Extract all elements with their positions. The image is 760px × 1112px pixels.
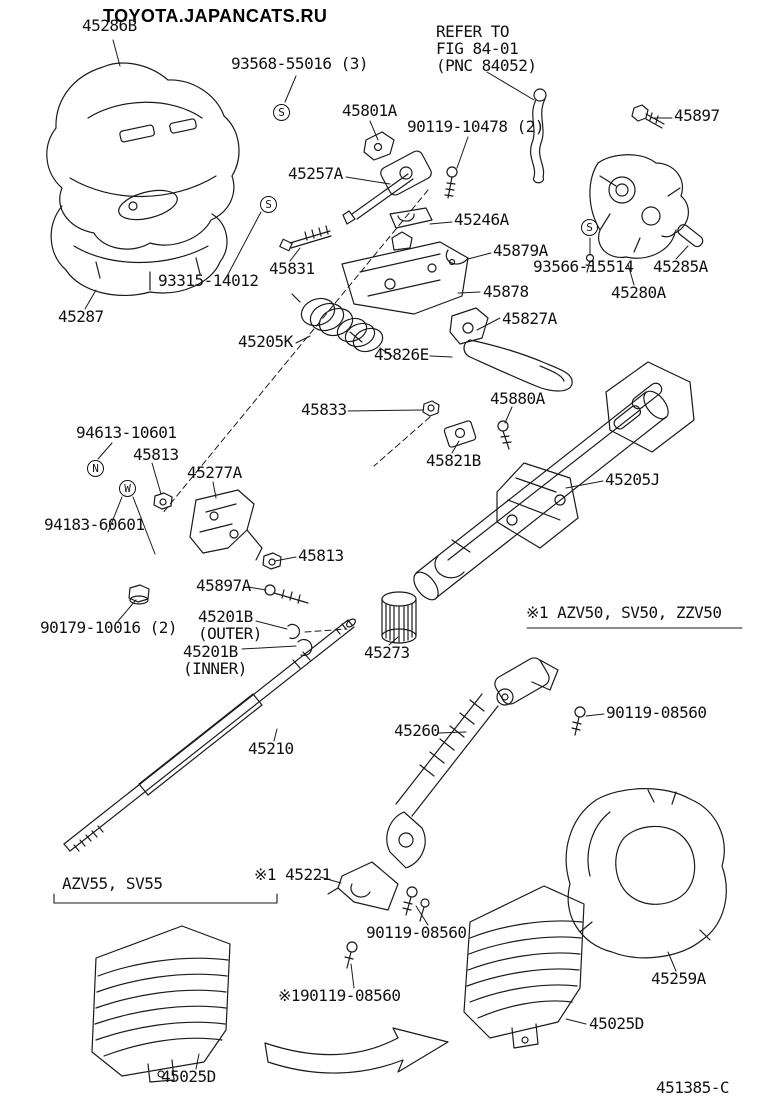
part-label-94613-10601: 94613-10601 (76, 423, 177, 442)
part-label-45897: 45897 (674, 106, 720, 125)
part-45813-nut-upper (153, 492, 173, 510)
part-label-45205J: 45205J (605, 470, 660, 489)
part-label-45879A: 45879A (493, 241, 548, 260)
part-label-45025D-right: 45025D (589, 1014, 644, 1033)
part-45259A-hole-cover (565, 788, 727, 959)
part-label-45201B-inner: 45201B (INNER) (183, 642, 247, 678)
part-45833-nut (422, 400, 440, 417)
part-label-45827A: 45827A (502, 309, 557, 328)
part-45801A-key-interlock (363, 131, 395, 161)
part-label-93566-15514: 93566-15514 (533, 257, 634, 276)
part-45246A-clamp (389, 207, 433, 229)
part-45257A-rod (342, 173, 414, 225)
part-45878-bracket (341, 231, 469, 315)
part-label-45260: 45260 (394, 721, 440, 740)
part-45025D-cover-left (91, 925, 231, 1083)
diagram-code: 451385-C (656, 1078, 730, 1097)
part-label-45878: 45878 (483, 282, 529, 301)
part-45286B-column-cover-upper (46, 62, 240, 250)
screw-symbol-s2: S (260, 196, 277, 213)
part-45827A-bracket (449, 307, 489, 345)
part-45025D-cover-right (463, 885, 585, 1049)
part-label-45259A: 45259A (651, 969, 706, 988)
part-label-45277A: 45277A (187, 463, 242, 482)
part-label-93568-55016: 93568-55016 (3) (231, 54, 369, 73)
part-label-45257A: 45257A (288, 164, 343, 183)
part-45897-bolt (631, 104, 665, 129)
part-45880A-bolt (497, 420, 512, 450)
part-label-90119-08560-b: 90119-08560 (366, 923, 467, 942)
part-ignition-switch-body (380, 150, 432, 196)
part-label-45813-upper: 45813 (133, 445, 179, 464)
leader-lines (84, 39, 689, 1070)
part-label-90119-08560-a: 90119-08560 (606, 703, 707, 722)
part-label-45826E: 45826E (374, 345, 429, 364)
part-label-45273: 45273 (364, 643, 410, 662)
note-rules (53, 627, 743, 904)
part-45277A-bracket (189, 489, 263, 561)
part-45285A-pin (677, 224, 704, 248)
nut-symbol-n: N (87, 460, 104, 477)
note-azv55-variants: AZV55, SV55 (62, 874, 163, 893)
part-45205J-column-tube (413, 361, 695, 601)
part-label-45287: 45287 (58, 307, 104, 326)
part-label-45246A: 45246A (454, 210, 509, 229)
part-label-90119-10478: 90119-10478 (2) (407, 117, 545, 136)
part-45897A-bolt (264, 584, 309, 604)
part-label-45210: 45210 (248, 739, 294, 758)
part-90119-10478-bolt (444, 166, 458, 199)
part-label-94183-60601: 94183-60601 (44, 515, 145, 534)
part-label-90179-10016: 90179-10016 (2) (40, 618, 178, 637)
part-label-45813-lower: 45813 (298, 546, 344, 565)
part-label-45831: 45831 (269, 259, 315, 278)
part-45280A-lock-housing (589, 154, 689, 259)
part-label-45201B-outer: 45201B (OUTER) (198, 607, 262, 643)
site-watermark: TOYOTA.JAPANCATS.RU (103, 6, 328, 26)
part-90119-08560-bolt-c (344, 941, 358, 969)
part-45210-main-shaft (63, 618, 356, 852)
direction-arrow (264, 1027, 449, 1074)
assembly-axis-lines (161, 189, 431, 633)
part-label-45286B: 45286B (82, 16, 137, 35)
part-label-45280A: 45280A (611, 283, 666, 302)
part-label-45285A: 45285A (653, 257, 708, 276)
part-93566-15514-screw (585, 253, 595, 273)
part-label-45821B: 45821B (426, 451, 481, 470)
washer-symbol-w: W (119, 480, 136, 497)
part-45879A-clamp (445, 249, 469, 266)
part-label-90119-08560-c: ※190119-08560 (278, 986, 401, 1005)
refer-note: REFER TO FIG 84-01 (PNC 84052) (436, 22, 537, 75)
part-label-45025D-left: 45025D (161, 1067, 216, 1086)
part-45831-bolt (279, 225, 332, 252)
part-label-45880A: 45880A (490, 389, 545, 408)
note-azv50-variants: ※1 AZV50, SV50, ZZV50 (526, 603, 722, 622)
screw-symbol-s3: S (581, 219, 598, 236)
part-84052-lever (530, 88, 547, 184)
part-label-93315-14012: 93315-14012 (158, 271, 259, 290)
part-45826E-tilt-lever (463, 339, 573, 392)
part-45813-nut-lower (262, 552, 282, 570)
part-label-45205K: 45205K (238, 332, 293, 351)
screw-symbol-s1: S (273, 104, 290, 121)
part-90179-10016-nut (128, 584, 150, 605)
part-45260-intermediate-shaft (386, 657, 559, 869)
part-45821B-plate (443, 420, 477, 448)
part-45205K-tension-springs (291, 293, 393, 357)
part-label-45833: 45833 (301, 400, 347, 419)
part-label-45221: ※1 45221 (254, 865, 331, 884)
part-label-45801A: 45801A (342, 101, 397, 120)
part-45221-yoke (327, 861, 399, 911)
part-90119-08560-bolt-b (402, 886, 430, 922)
part-90119-08560-bolt-a (571, 706, 586, 736)
part-45287-column-cover-lower (50, 205, 228, 296)
part-label-45897A: 45897A (196, 576, 251, 595)
part-45273-bearing (381, 591, 417, 644)
